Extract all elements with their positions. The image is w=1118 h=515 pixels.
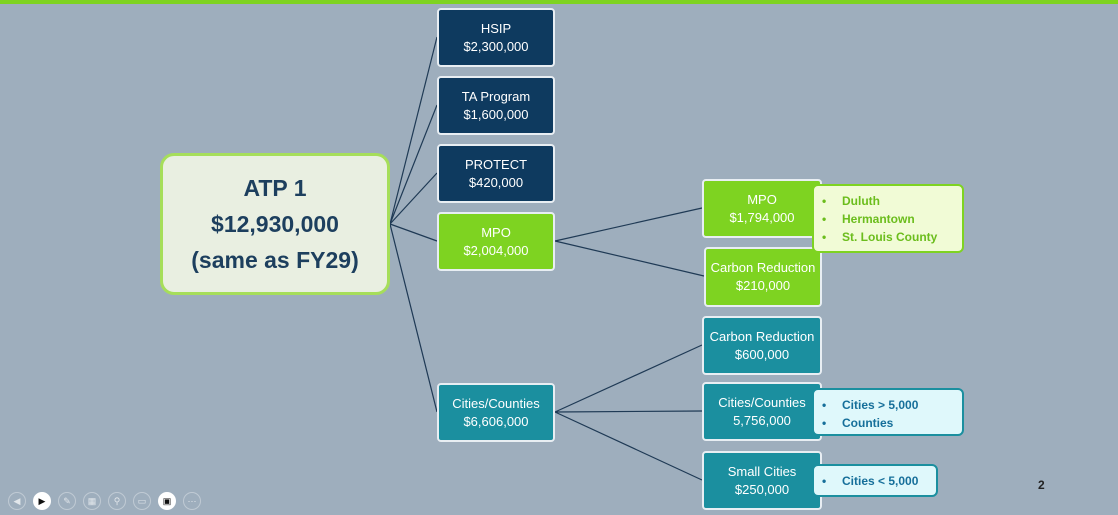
node-label: MPO <box>481 224 511 240</box>
small-cities-note: Cities < 5,000 <box>812 464 938 497</box>
note-item: Cities < 5,000 <box>822 472 926 490</box>
node-mpo-sub: MPO $1,794,000 <box>702 179 822 238</box>
root-node-atp1: ATP 1 $12,930,000 (same as FY29) <box>160 153 390 295</box>
more-icon[interactable]: ⋯ <box>183 492 201 510</box>
note-item: Counties <box>822 414 952 432</box>
node-amount: $6,606,000 <box>463 413 529 429</box>
note-item: Hermantown <box>822 210 952 228</box>
node-label: Carbon Reduction <box>710 260 816 275</box>
node-small-cities: Small Cities $250,000 <box>702 451 822 510</box>
pen-icon[interactable]: ✎ <box>58 492 76 510</box>
node-cities-counties: Cities/Counties $6,606,000 <box>437 383 555 442</box>
node-carbon-reduction-cities: Carbon Reduction $600,000 <box>702 316 822 375</box>
node-label: Small Cities <box>727 463 797 479</box>
node-amount: $1,600,000 <box>463 106 529 122</box>
node-amount: $420,000 <box>468 174 524 190</box>
page-number: 2 <box>1038 478 1045 492</box>
node-hsip: HSIP $2,300,000 <box>437 8 555 67</box>
note-item: Cities > 5,000 <box>822 396 952 414</box>
node-label: TA Program <box>461 88 531 104</box>
node-amount: $210,000 <box>735 278 791 293</box>
node-amount: $2,300,000 <box>463 38 529 54</box>
node-ta-program: TA Program $1,600,000 <box>437 76 555 135</box>
node-protect: PROTECT $420,000 <box>437 144 555 203</box>
node-carbon-reduction-mpo: Carbon Reduction $210,000 <box>704 247 822 307</box>
node-amount: 5,756,000 <box>733 412 791 428</box>
pointer-icon[interactable]: ▶ <box>33 492 51 510</box>
camera-icon[interactable]: ▣ <box>158 492 176 510</box>
zoom-icon[interactable]: ⚲ <box>108 492 126 510</box>
node-label: Cities/Counties <box>452 395 540 411</box>
node-label: HSIP <box>480 20 512 36</box>
root-amount: $12,930,000 <box>211 211 339 237</box>
cities-counties-note: Cities > 5,000 Counties <box>812 388 964 436</box>
presentation-toolbar: ◀ ▶ ✎ ▦ ⚲ ▭ ▣ ⋯ <box>8 492 201 510</box>
note-item: Duluth <box>822 192 952 210</box>
top-accent-bar <box>0 0 1118 4</box>
node-amount: $2,004,000 <box>463 242 529 258</box>
node-amount: $600,000 <box>734 346 790 362</box>
node-amount: $250,000 <box>734 481 790 497</box>
subtitles-icon[interactable]: ▭ <box>133 492 151 510</box>
node-cities-counties-sub: Cities/Counties 5,756,000 <box>702 382 822 441</box>
node-label: MPO <box>747 191 777 207</box>
previous-icon[interactable]: ◀ <box>8 492 26 510</box>
node-amount: $1,794,000 <box>729 209 795 225</box>
node-label: Cities/Counties <box>718 394 806 410</box>
root-note: (same as FY29) <box>191 247 359 273</box>
node-label: PROTECT <box>464 156 528 172</box>
root-title: ATP 1 <box>243 175 307 201</box>
node-label: Carbon Reduction <box>709 328 815 344</box>
node-mpo: MPO $2,004,000 <box>437 212 555 271</box>
mpo-members-note: Duluth Hermantown St. Louis County <box>812 184 964 253</box>
grid-icon[interactable]: ▦ <box>83 492 101 510</box>
note-item: St. Louis County <box>822 228 952 246</box>
